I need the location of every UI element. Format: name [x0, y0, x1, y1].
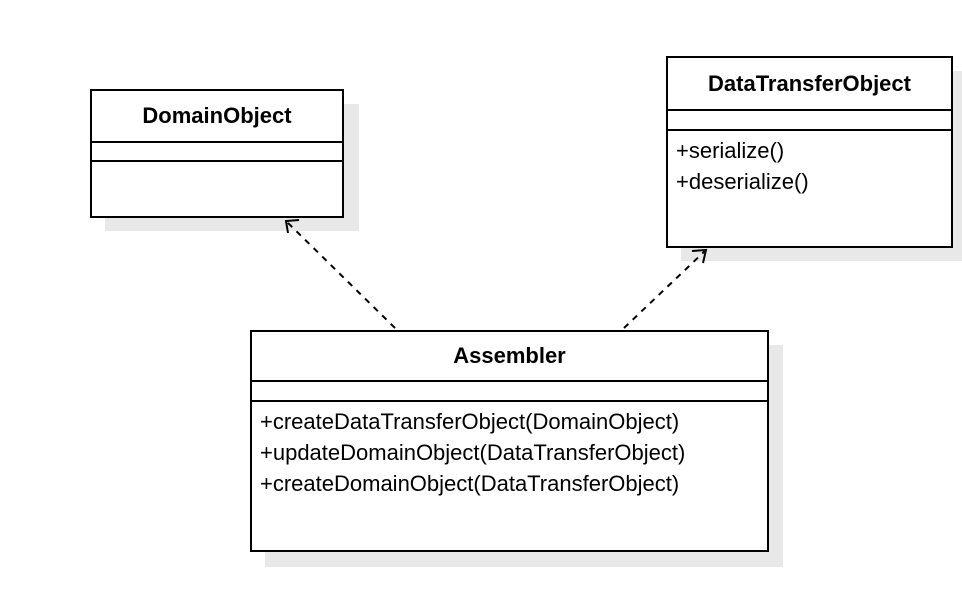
operations-compartment	[92, 162, 342, 166]
operation: +deserialize()	[676, 169, 809, 194]
operation: +serialize()	[676, 138, 785, 163]
attributes-compartment	[92, 143, 342, 162]
dependency-arrowhead-dto	[691, 248, 708, 264]
operations-compartment: +createDataTransferObject(DomainObject) …	[252, 402, 767, 499]
class-name: Assembler	[252, 332, 767, 382]
dependency-line-domain	[285, 220, 396, 329]
operations-compartment: +serialize() +deserialize()	[668, 131, 951, 197]
operation: +updateDomainObject(DataTransferObject)	[260, 440, 686, 465]
class-name: DomainObject	[92, 91, 342, 143]
operation: +createDataTransferObject(DomainObject)	[260, 409, 680, 434]
dependency-arrowhead-domain	[284, 219, 300, 234]
dependency-line-dto	[623, 249, 707, 329]
attributes-compartment	[668, 111, 951, 131]
class-assembler[interactable]: Assembler +createDataTransferObject(Doma…	[250, 330, 769, 552]
class-domain-object[interactable]: DomainObject	[90, 89, 344, 218]
attributes-compartment	[252, 382, 767, 402]
operation: +createDomainObject(DataTransferObject)	[260, 471, 680, 496]
class-name: DataTransferObject	[668, 58, 951, 111]
class-data-transfer-object[interactable]: DataTransferObject +serialize() +deseria…	[666, 56, 953, 248]
